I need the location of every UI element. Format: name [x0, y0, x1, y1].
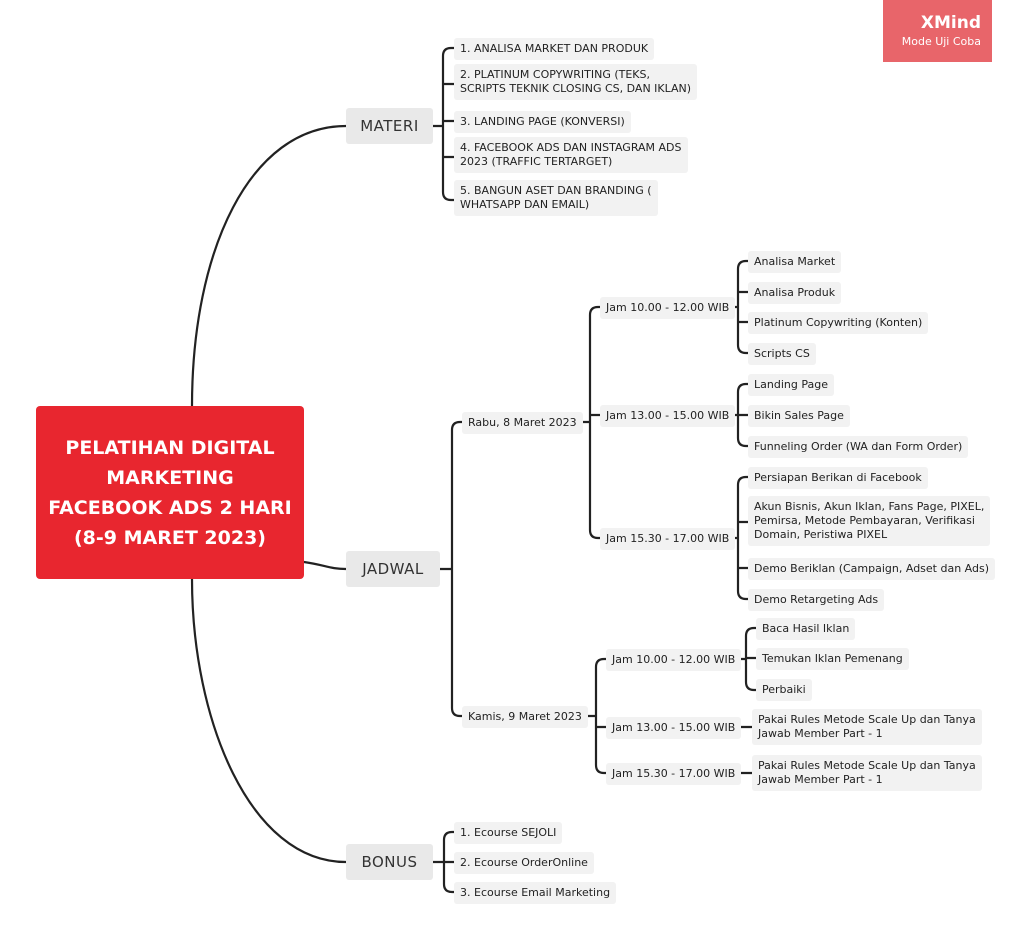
session-topic[interactable]: Landing Page [748, 374, 834, 396]
topic-bonus[interactable]: BONUS [346, 844, 433, 880]
session-topic[interactable]: Demo Beriklan (Campaign, Adset dan Ads) [748, 558, 996, 580]
session-time[interactable]: Jam 15.30 - 17.00 WIB [606, 763, 742, 785]
connector-root-materi [190, 124, 348, 408]
session-topic[interactable]: Analisa Produk [748, 282, 842, 304]
session-topic[interactable]: Akun Bisnis, Akun Iklan, Fans Page, PIXE… [748, 496, 991, 546]
session-topic[interactable]: Scripts CS [748, 343, 816, 365]
connector-jadwal [438, 420, 464, 718]
materi-item[interactable]: 1. ANALISA MARKET DAN PRODUK [454, 38, 655, 60]
session-topic[interactable]: Funneling Order (WA dan Form Order) [748, 436, 969, 458]
session-topic[interactable]: Pakai Rules Metode Scale Up dan Tanya Ja… [752, 709, 982, 745]
session-topic[interactable]: Baca Hasil Iklan [756, 618, 856, 640]
trial-mode-label: Mode Uji Coba [901, 35, 981, 48]
day-rabu[interactable]: Rabu, 8 Maret 2023 [462, 412, 583, 434]
session-time[interactable]: Jam 10.00 - 12.00 WIB [600, 297, 736, 319]
session-topic[interactable]: Bikin Sales Page [748, 405, 850, 427]
materi-item[interactable]: 4. FACEBOOK ADS DAN INSTAGRAM ADS 2023 (… [454, 137, 688, 173]
connector-materi [431, 46, 456, 202]
connector-root-jadwal [302, 560, 348, 571]
bonus-item[interactable]: 2. Ecourse OrderOnline [454, 852, 594, 874]
central-topic[interactable]: PELATIHAN DIGITAL MARKETING FACEBOOK ADS… [36, 406, 304, 579]
bonus-item[interactable]: 3. Ecourse Email Marketing [454, 882, 617, 904]
connector-root-bonus [190, 577, 348, 864]
connector-kamis [583, 657, 608, 775]
materi-item[interactable]: 2. PLATINUM COPYWRITING (TEKS, SCRIPTS T… [454, 64, 698, 100]
topic-materi[interactable]: MATERI [346, 108, 433, 144]
session-topic[interactable]: Pakai Rules Metode Scale Up dan Tanya Ja… [752, 755, 982, 791]
connector-rabu [579, 305, 602, 540]
session-time[interactable]: Jam 15.30 - 17.00 WIB [600, 528, 736, 550]
topic-jadwal[interactable]: JADWAL [346, 551, 440, 587]
xmind-trial-badge: XMind Mode Uji Coba [883, 0, 992, 62]
session-time[interactable]: Jam 13.00 - 15.00 WIB [600, 405, 736, 427]
session-topic[interactable]: Platinum Copywriting (Konten) [748, 312, 929, 334]
session-topic[interactable]: Temukan Iklan Pemenang [756, 648, 909, 670]
session-topic[interactable]: Persiapan Berikan di Facebook [748, 467, 928, 489]
bonus-item[interactable]: 1. Ecourse SEJOLI [454, 822, 563, 844]
central-topic-label: PELATIHAN DIGITAL MARKETING FACEBOOK ADS… [48, 436, 292, 549]
session-time[interactable]: Jam 10.00 - 12.00 WIB [606, 649, 742, 671]
connector-bonus [431, 830, 456, 894]
session-topic[interactable]: Demo Retargeting Ads [748, 589, 885, 611]
session-topic[interactable]: Analisa Market [748, 251, 842, 273]
day-kamis[interactable]: Kamis, 9 Maret 2023 [462, 706, 588, 728]
session-time[interactable]: Jam 13.00 - 15.00 WIB [606, 717, 742, 739]
xmind-brand: XMind [920, 13, 981, 33]
materi-item[interactable]: 5. BANGUN ASET DAN BRANDING ( WHATSAPP D… [454, 180, 658, 216]
session-topic[interactable]: Perbaiki [756, 679, 812, 701]
materi-item[interactable]: 3. LANDING PAGE (KONVERSI) [454, 111, 631, 133]
